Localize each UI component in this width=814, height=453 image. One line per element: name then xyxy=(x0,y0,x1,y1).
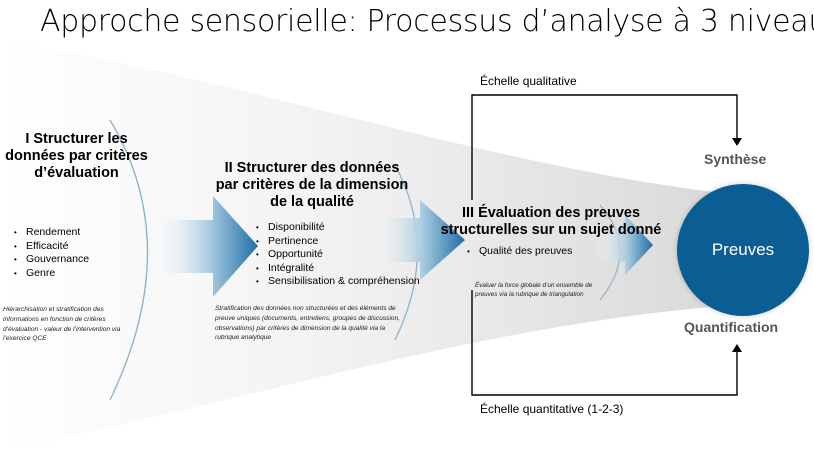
level1-heading: I Structurer les données par critères d’… xyxy=(5,131,148,181)
page-title: Approche sensorielle: Processus d’analys… xyxy=(40,4,814,39)
list-item: Disponibilité xyxy=(256,221,420,235)
level1-note: Hiérarchisation et stratification des in… xyxy=(3,306,121,343)
list-item: Qualité des preuves xyxy=(467,245,572,259)
list-item: Opportunité xyxy=(256,248,420,262)
arrow-3 xyxy=(595,215,653,275)
list-item: Genre xyxy=(14,267,89,281)
quantification-label: Quantification xyxy=(684,319,779,335)
list-item: Efficacité xyxy=(14,240,89,254)
quantitative-bracket xyxy=(471,290,738,396)
level2-heading: II Structurer des données par critères d… xyxy=(215,160,409,210)
level1-list: Rendement Efficacité Gouvernance Genre xyxy=(14,226,89,280)
qualitative-bracket xyxy=(471,94,738,200)
quantitative-scale-label: Échelle quantitative (1-2-3) xyxy=(480,402,624,416)
level2-note: Stratification des données non structuré… xyxy=(215,305,401,342)
qualitative-scale-label: Échelle qualitative xyxy=(480,74,577,88)
arrow-1 xyxy=(150,196,258,297)
arrow-up-icon xyxy=(732,344,742,352)
synthese-label: Synthèse xyxy=(704,151,767,167)
level3-list: Qualité des preuves xyxy=(467,245,572,259)
list-item: Pertinence xyxy=(256,235,420,249)
level3-note: Évaluer la force globale d’un ensemble d… xyxy=(475,282,593,298)
list-item: Intégralité xyxy=(256,262,420,276)
list-item: Rendement xyxy=(14,226,89,240)
preuves-circle: Preuves xyxy=(677,184,809,316)
divider-arc-1 xyxy=(109,119,149,401)
list-item: Gouvernance xyxy=(14,253,89,267)
level3-heading: III Évaluation des preuves structurelles… xyxy=(440,205,662,238)
level2-list: Disponibilité Pertinence Opportunité Int… xyxy=(256,221,420,289)
preuves-label: Preuves xyxy=(711,240,775,259)
list-item: Sensibilisation & compréhension xyxy=(256,275,420,289)
arrow-down-icon xyxy=(732,138,742,146)
